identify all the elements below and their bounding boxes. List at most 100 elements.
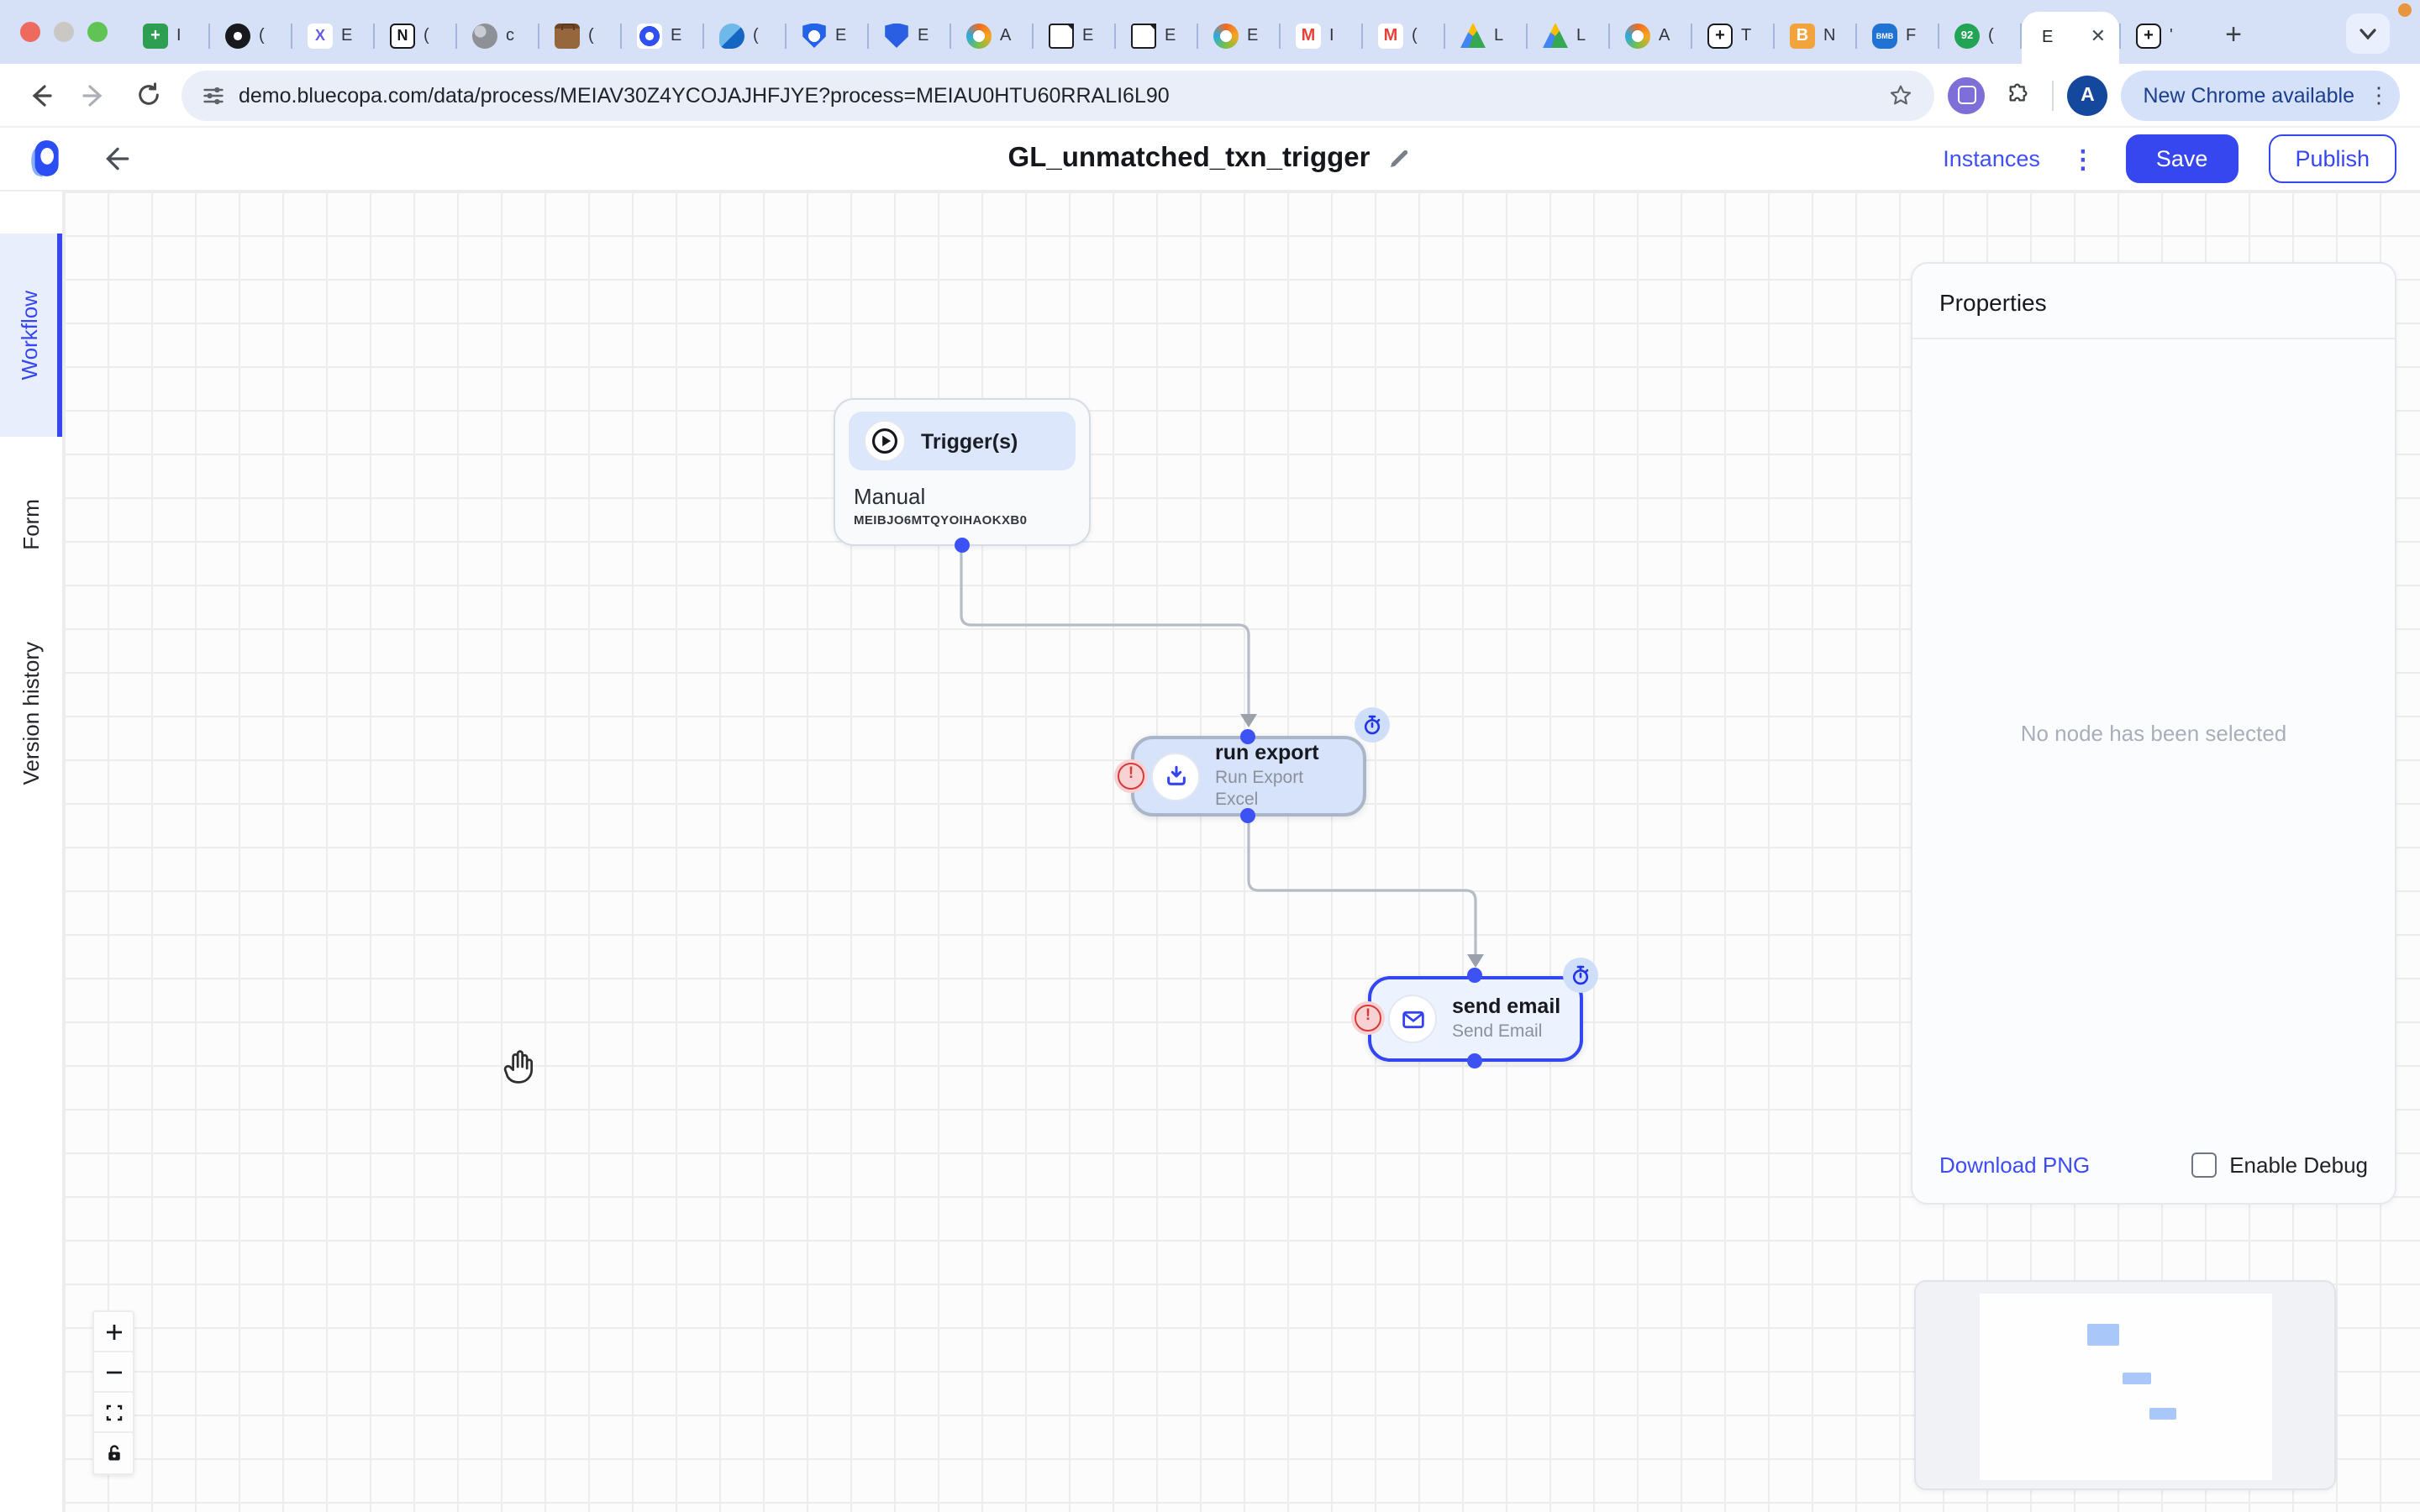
pinned-tab[interactable]: E	[869, 12, 950, 59]
divider	[2052, 80, 2054, 110]
bookmark-star-icon[interactable]	[1887, 81, 1914, 108]
zoom-out-button[interactable]	[94, 1352, 133, 1393]
profile-avatar[interactable]: A	[2067, 75, 2108, 115]
tab-workflow[interactable]: Workflow	[0, 234, 62, 437]
pinned-tab[interactable]: '	[2121, 12, 2202, 59]
tab-search-chevron-button[interactable]	[2346, 13, 2390, 54]
workflow-canvas[interactable]: Trigger(s) Manual MEIBJO6MTQYOIHAOKXB0	[64, 192, 2420, 1512]
pinned-tab[interactable]: I	[128, 12, 208, 59]
pinned-tab[interactable]: E	[1034, 12, 1114, 59]
back-button[interactable]	[20, 75, 60, 115]
workflow-menu-icon[interactable]: ⋮	[2070, 145, 2096, 174]
send-email-title: send email	[1452, 995, 1561, 1019]
pinned-tab[interactable]: (	[1939, 12, 2020, 59]
minimap-node	[2087, 1324, 2119, 1346]
pinned-tab[interactable]: F	[1857, 12, 1938, 59]
enable-debug-checkbox[interactable]	[2191, 1152, 2217, 1178]
pinned-tab[interactable]: (	[704, 12, 785, 59]
timer-badge[interactable]	[1563, 958, 1598, 993]
edit-pencil-icon[interactable]	[1386, 146, 1412, 171]
browser-menu-icon[interactable]: ⋮	[2368, 81, 2390, 107]
lock-button[interactable]	[94, 1433, 133, 1473]
tab-divider	[208, 24, 210, 49]
tab-divider	[1197, 24, 1198, 49]
workflow-title: GL_unmatched_txn_trigger	[1007, 143, 1370, 173]
node-send-email[interactable]: send email Send Email	[1368, 976, 1583, 1062]
tab-divider	[1855, 24, 1857, 49]
error-badge[interactable]	[1351, 1001, 1385, 1035]
node-run-export[interactable]: run export Run Export Excel	[1131, 736, 1366, 816]
fit-view-button[interactable]	[94, 1393, 133, 1433]
left-rail: Workflow Form Version history	[0, 192, 64, 1512]
pinned-tab[interactable]: L	[1445, 12, 1526, 59]
pinned-tab[interactable]: N	[1775, 12, 1855, 59]
workflow-back-button[interactable]	[96, 139, 136, 179]
pinned-tab[interactable]: c	[457, 12, 538, 59]
tab-label: (	[753, 26, 759, 45]
pinned-tab[interactable]: A	[1610, 12, 1691, 59]
pinned-tab[interactable]: E	[1116, 12, 1197, 59]
canvas-minimap[interactable]	[1914, 1280, 2336, 1490]
node-trigger[interactable]: Trigger(s) Manual MEIBJO6MTQYOIHAOKXB0	[834, 398, 1091, 546]
send-email-output-handle[interactable]	[1467, 1053, 1482, 1068]
send-email-input-handle[interactable]	[1467, 968, 1482, 983]
timer-badge[interactable]	[1355, 707, 1390, 743]
omnibox[interactable]: demo.bluecopa.com/data/process/MEIAV30Z4…	[182, 70, 1935, 120]
back-arrow-icon	[32, 84, 52, 106]
properties-empty-state: No node has been selected	[2020, 721, 2287, 746]
tab-divider	[291, 24, 292, 49]
close-window-button[interactable]	[20, 22, 40, 42]
tab-form[interactable]: Form	[18, 499, 44, 551]
notion-icon	[390, 23, 415, 48]
update-available-dot	[2398, 3, 2412, 17]
minimize-window-button[interactable]	[54, 22, 74, 42]
pinned-tab[interactable]: I	[1281, 12, 1361, 59]
download-png-link[interactable]: Download PNG	[1939, 1152, 2091, 1178]
zoom-in-button[interactable]	[94, 1312, 133, 1352]
maximize-window-button[interactable]	[87, 22, 108, 42]
pinned-tab[interactable]: E	[292, 12, 373, 59]
tab-label: A	[1659, 26, 1670, 45]
extension-pinned-icon[interactable]	[1948, 76, 1986, 113]
instances-link[interactable]: Instances	[1943, 146, 2040, 171]
run-export-output-handle[interactable]	[1240, 808, 1255, 823]
tab-label: E	[1082, 26, 1094, 45]
publish-button[interactable]: Publish	[2268, 134, 2396, 183]
new-tab-button[interactable]: +	[2225, 18, 2242, 50]
pinned-tab[interactable]: L	[1528, 12, 1608, 59]
orange-b-icon	[1790, 23, 1815, 48]
pinned-tab[interactable]: T	[1692, 12, 1773, 59]
drive-icon	[1543, 23, 1568, 48]
reload-button[interactable]	[128, 75, 168, 115]
browser-tab-strip: I(E(c(E(EEAEEEI(LLATNF( E ✕ ' +	[0, 0, 2420, 64]
error-badge[interactable]	[1114, 759, 1148, 793]
tab-divider	[1114, 24, 1116, 49]
run-export-input-handle[interactable]	[1240, 729, 1255, 744]
orange-ring-icon	[1625, 23, 1650, 48]
pinned-tab[interactable]: E	[622, 12, 702, 59]
gmail-icon	[1378, 23, 1403, 48]
tab-divider	[538, 24, 539, 49]
trigger-header: Trigger(s)	[849, 412, 1076, 470]
extensions-button[interactable]	[1998, 75, 2039, 115]
tab-divider	[702, 24, 704, 49]
save-button[interactable]: Save	[2125, 134, 2238, 183]
forward-button[interactable]	[74, 75, 114, 115]
pinned-tab[interactable]: (	[539, 12, 620, 59]
tab-version-history[interactable]: Version history	[18, 642, 44, 786]
pinned-tab[interactable]: A	[951, 12, 1032, 59]
update-chrome-button[interactable]: New Chrome available ⋮	[2121, 70, 2400, 120]
close-tab-icon[interactable]: ✕	[2090, 27, 2106, 47]
pinned-tab[interactable]: (	[210, 12, 291, 59]
trigger-output-handle[interactable]	[955, 538, 970, 553]
pinned-tab[interactable]: (	[1363, 12, 1444, 59]
active-tab[interactable]: E ✕	[2022, 12, 2119, 64]
pinned-tab[interactable]: (	[375, 12, 455, 59]
pinned-tab[interactable]: E	[786, 12, 867, 59]
chatgpt-icon	[225, 23, 250, 48]
tab-label: A	[1000, 26, 1012, 45]
pinned-tab[interactable]: E	[1198, 12, 1279, 59]
tab-label: E	[1247, 26, 1259, 45]
tab-divider	[1526, 24, 1528, 49]
envelope-icon	[1388, 995, 1437, 1043]
